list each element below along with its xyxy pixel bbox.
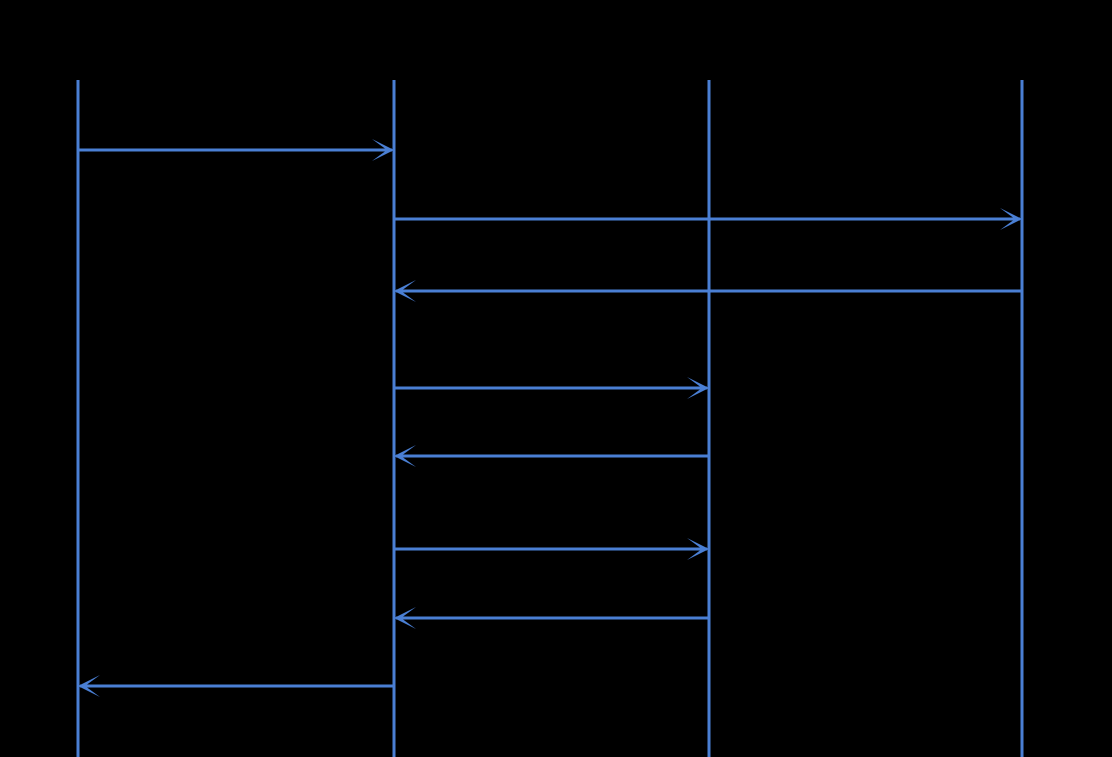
message-arrowhead-8 xyxy=(78,675,100,697)
message-6 xyxy=(394,538,709,560)
message-arrowhead-7 xyxy=(394,607,416,629)
message-arrowhead-4 xyxy=(687,377,709,399)
message-3 xyxy=(394,280,1022,302)
message-1 xyxy=(78,139,394,161)
messages-group xyxy=(78,139,1022,697)
message-arrowhead-5 xyxy=(394,445,416,467)
message-arrowhead-2 xyxy=(1000,208,1022,230)
message-7 xyxy=(394,607,709,629)
message-arrowhead-1 xyxy=(372,139,394,161)
message-arrowhead-6 xyxy=(687,538,709,560)
message-8 xyxy=(78,675,394,697)
message-2 xyxy=(394,208,1022,230)
lifelines-group xyxy=(76,80,1024,757)
message-arrowhead-3 xyxy=(394,280,416,302)
message-5 xyxy=(394,445,709,467)
message-4 xyxy=(394,377,709,399)
